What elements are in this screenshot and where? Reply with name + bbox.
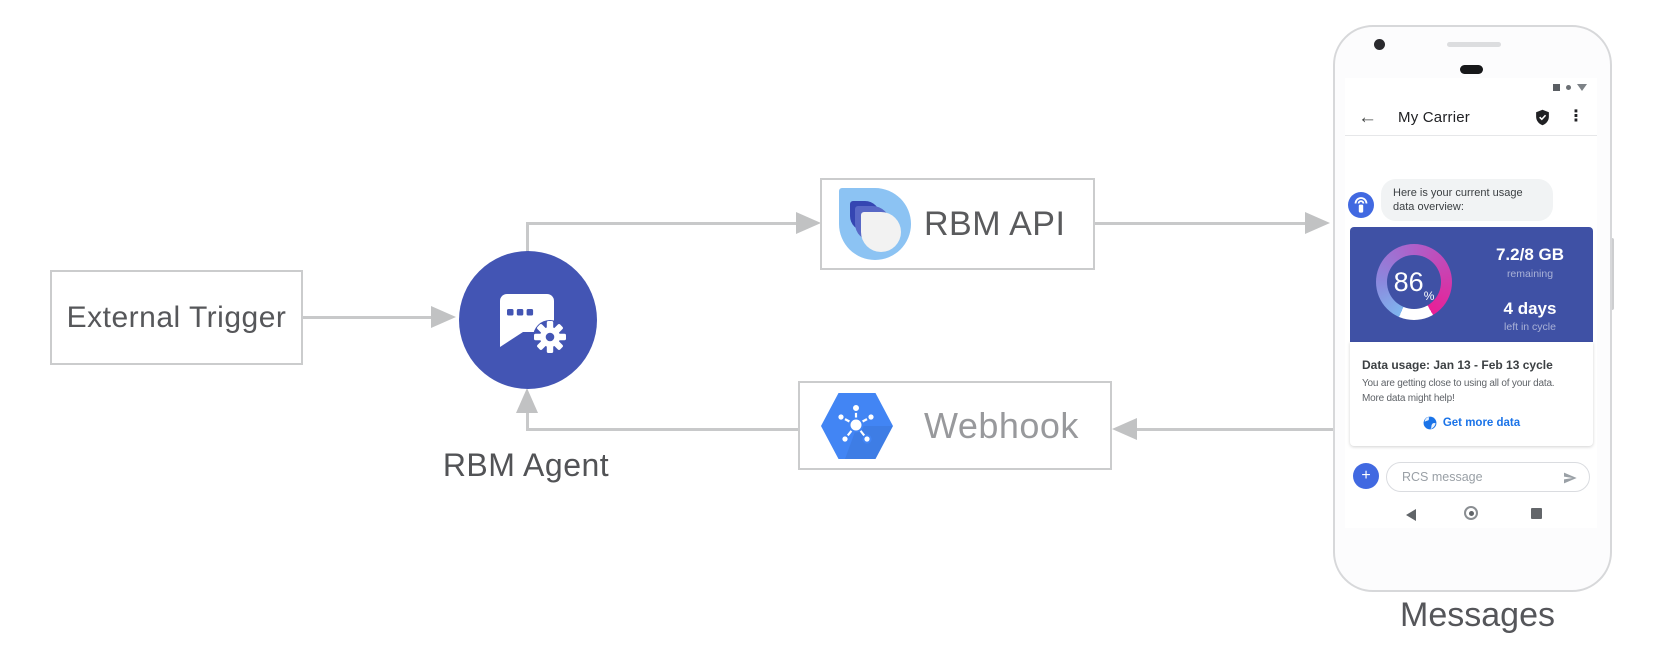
overflow-menu-icon[interactable]: ⋮ [1568, 108, 1584, 125]
chat-agent-icon [500, 294, 567, 354]
status-triangle-icon [1577, 84, 1587, 91]
nav-back-icon[interactable] [1406, 509, 1416, 521]
arrow-webhook-to-agent-vline [526, 410, 529, 431]
status-bar [1553, 84, 1587, 91]
rbm-api-label: RBM API [924, 204, 1066, 243]
back-arrow-icon[interactable]: ← [1358, 106, 1377, 128]
rbm-agent-caption: RBM Agent [406, 447, 646, 484]
nav-home-icon[interactable] [1464, 506, 1478, 520]
chat-bubble: Here is your current usage data overview… [1381, 179, 1553, 221]
arrow-agent-to-api-vline [526, 222, 529, 254]
phone-screen: ← My Carrier ⋮ Here is your curre [1345, 78, 1597, 528]
app-bar: ← My Carrier ⋮ [1345, 102, 1597, 132]
globe-icon [1423, 416, 1437, 430]
get-more-data-label: Get more data [1442, 417, 1521, 429]
data-remaining-value: 7.2/8 GB [1495, 245, 1565, 264]
usage-card-header: 86 % 7.2/8 GB remaining 4 days left in c… [1350, 227, 1593, 342]
front-camera [1374, 39, 1385, 50]
conversation-title: My Carrier [1398, 108, 1470, 126]
status-dot-icon [1566, 85, 1571, 90]
usage-card: 86 % 7.2/8 GB remaining 4 days left in c… [1350, 227, 1593, 446]
messages-caption: Messages [1400, 596, 1555, 634]
phone-power-button [1610, 238, 1614, 310]
send-icon[interactable] [1562, 470, 1578, 486]
gauge-percent-value: 86 [1393, 266, 1424, 297]
external-trigger-label: External Trigger [66, 300, 287, 334]
arrow-webhook-to-agent-line [526, 428, 798, 431]
verified-shield-icon [1536, 109, 1549, 125]
phone-mockup: ← My Carrier ⋮ Here is your curre [1333, 25, 1612, 592]
broadcast-antenna-icon [1354, 197, 1368, 213]
speaker-slot [1447, 42, 1501, 47]
rbm-agent-node [459, 251, 597, 389]
arrow-agent-to-api-head [796, 212, 821, 234]
webhook-node: Webhook [798, 381, 1112, 470]
arrow-phone-to-webhook-line [1137, 428, 1333, 431]
rbm-agent-label: RBM Agent [442, 447, 610, 483]
attach-plus-button[interactable]: + [1353, 463, 1379, 489]
chat-bubble-line2: data overview: [1393, 201, 1464, 213]
nav-recents-icon[interactable] [1531, 508, 1542, 519]
android-nav-bar [1345, 502, 1597, 528]
external-trigger-node: External Trigger [50, 270, 303, 365]
days-left-label: left in cycle [1504, 321, 1556, 333]
usage-card-heading: Data usage: Jan 13 - Feb 13 cycle [1362, 358, 1553, 372]
webhook-label: Webhook [924, 404, 1079, 446]
agent-avatar [1348, 192, 1374, 218]
data-remaining-label: remaining [1506, 268, 1554, 280]
arrow-agent-to-api-line [526, 222, 798, 225]
usage-gauge: 86 % [1376, 244, 1452, 320]
rcs-message-input[interactable] [1387, 463, 1589, 491]
arrow-webhook-to-agent-head [516, 388, 538, 413]
usage-card-body: Data usage: Jan 13 - Feb 13 cycle You ar… [1350, 342, 1593, 446]
cloud-hexagon-icon [821, 392, 893, 459]
usage-card-body-line1: You are getting close to using all of yo… [1362, 378, 1555, 389]
app-bar-divider [1345, 135, 1597, 136]
days-left-value: 4 days [1503, 299, 1557, 318]
earpiece [1460, 65, 1483, 74]
usage-card-body-line2: More data might help! [1362, 393, 1455, 404]
rbm-api-logo-icon [838, 188, 912, 260]
arrow-api-to-phone-line [1095, 222, 1307, 225]
chat-bubble-line1: Here is your current usage [1393, 187, 1523, 199]
gauge-percent-sign: % [1423, 289, 1435, 303]
message-input-pill [1386, 462, 1590, 492]
status-square-icon [1553, 84, 1560, 91]
arrow-trigger-to-agent-head [431, 306, 456, 328]
plus-icon: + [1361, 467, 1371, 484]
arrow-phone-to-webhook-head [1112, 418, 1137, 440]
rbm-api-node: RBM API [820, 178, 1095, 270]
arrow-trigger-to-agent-line [303, 316, 433, 319]
get-more-data-button[interactable]: Get more data [1350, 416, 1593, 430]
arrow-api-to-phone-head [1305, 212, 1330, 234]
